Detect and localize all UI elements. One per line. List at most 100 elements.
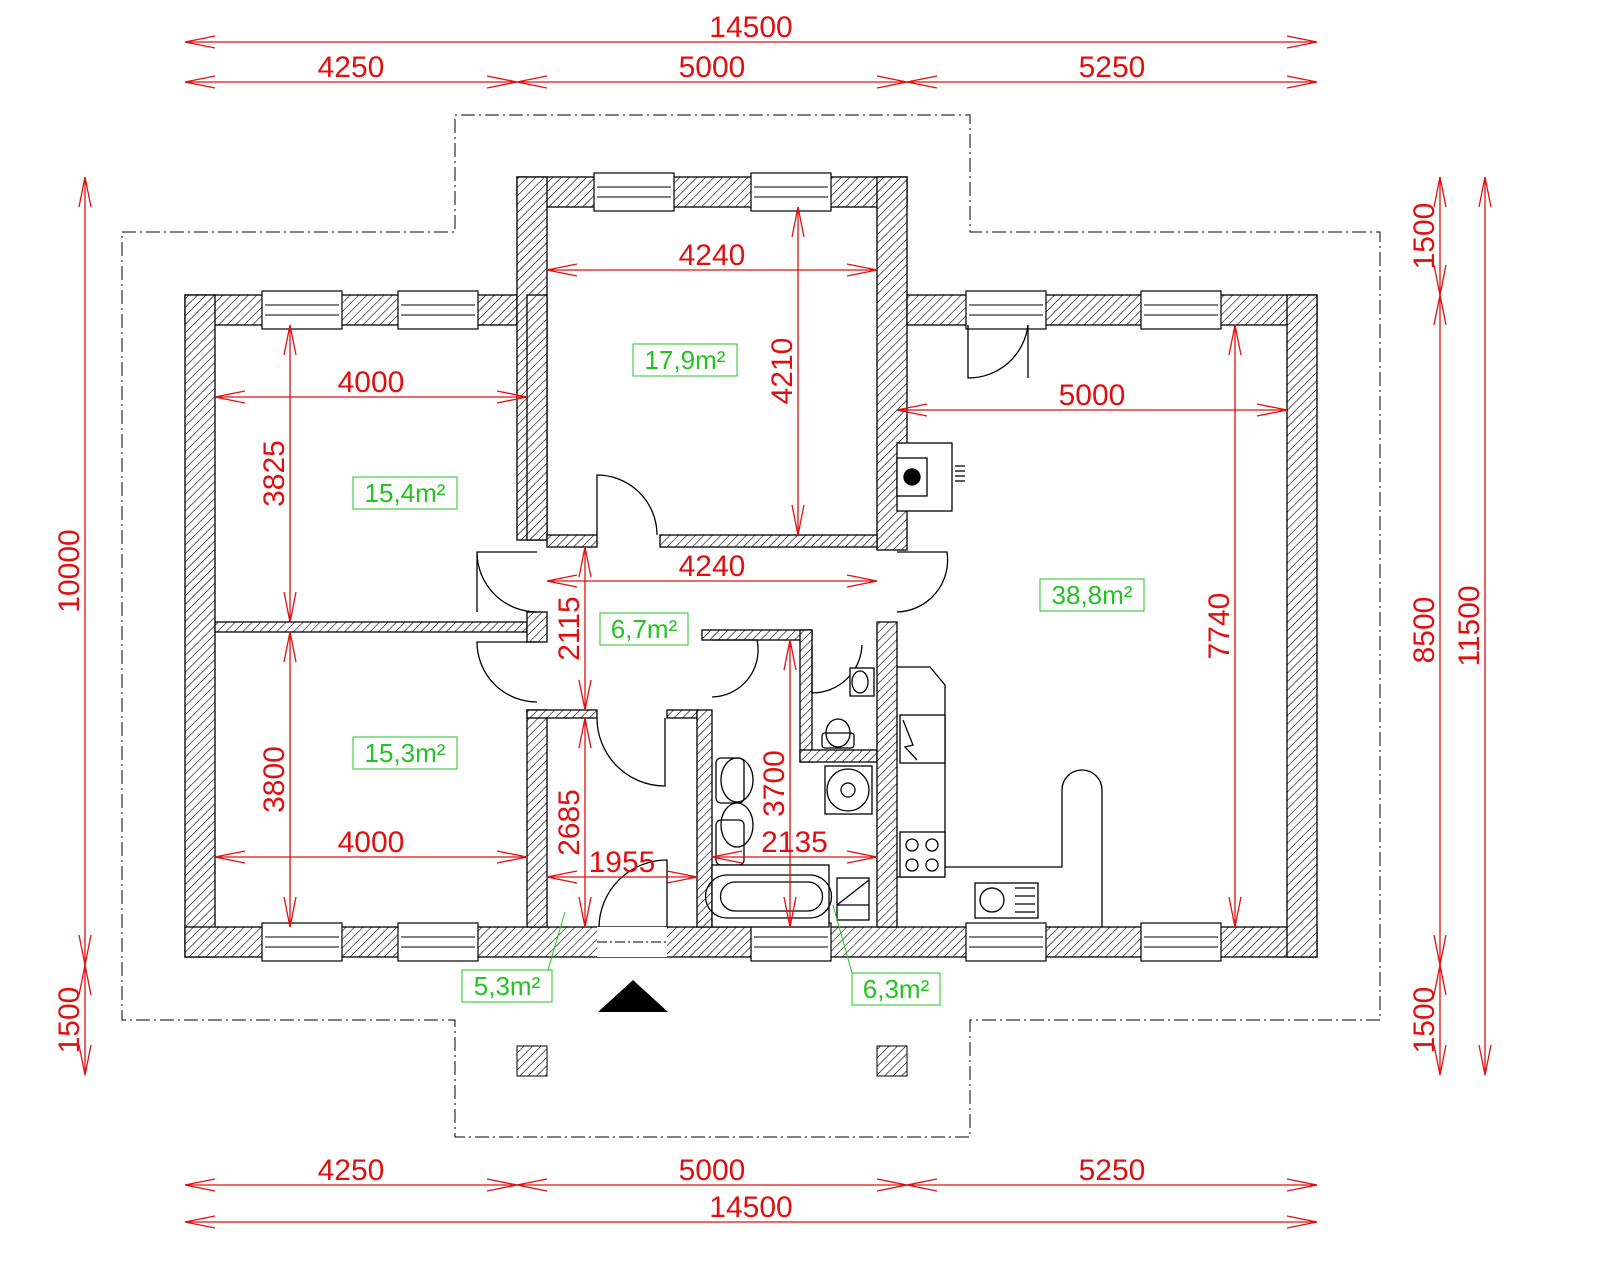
dimension-value: 4000: [338, 826, 405, 859]
entrance-arrow-icon: [598, 980, 668, 1012]
dimension-line: 2685: [553, 717, 592, 928]
dimension-line: 1500: [1408, 176, 1447, 296]
washing-machine-icon: [824, 765, 873, 815]
dimension-line: 14500: [184, 1191, 1318, 1229]
washbasin-icon: [715, 757, 754, 866]
wall: [214, 621, 528, 633]
door-swing: [596, 474, 658, 536]
dimension-line: 3825: [258, 324, 297, 623]
window: [593, 172, 675, 212]
dimension-line: 1500: [53, 964, 92, 1076]
column: [516, 1045, 548, 1077]
dimension-line: 4240: [546, 550, 878, 588]
dimension-value: 14500: [709, 11, 792, 44]
wall: [526, 709, 598, 719]
column: [876, 1045, 908, 1077]
dimension-line: 14500: [184, 11, 1318, 49]
fixtures: [704, 442, 1103, 928]
dimension-value: 5000: [679, 1154, 746, 1187]
window: [750, 172, 832, 212]
area-label-hall: 6,7m²: [599, 612, 689, 646]
wall: [701, 629, 813, 641]
kitchen-sink-icon: [974, 882, 1039, 919]
door-swing: [476, 641, 538, 703]
stove-icon: [899, 831, 946, 878]
wall: [666, 709, 698, 719]
dimension-line: 4210: [766, 206, 805, 536]
dimension-value: 3825: [258, 440, 291, 507]
dimension-line: 5250: [906, 51, 1318, 89]
dimension-value: 2115: [553, 596, 586, 661]
wall: [876, 621, 898, 928]
dimension-line: 1500: [1408, 964, 1447, 1076]
wall: [1286, 294, 1318, 958]
wall: [696, 709, 713, 928]
dimension-value: 14500: [709, 1191, 792, 1224]
dimension-value: 4240: [679, 239, 746, 272]
wall: [526, 611, 548, 643]
area-label-bathroom: 6,3m²: [832, 904, 941, 1006]
door-swing: [896, 551, 949, 613]
dimension-value: 4250: [318, 1154, 385, 1187]
dimension-value: 3700: [758, 750, 791, 817]
dimension-value: 2685: [553, 789, 586, 856]
area-label-bedroom-northwest: 15,4m²: [352, 476, 458, 510]
door-swing: [476, 551, 538, 613]
area-label-living-kitchen: 38,8m²: [1039, 578, 1145, 612]
shower-icon: [836, 877, 870, 921]
toilet-icon: [821, 718, 855, 749]
dimension-line: 8500: [1408, 294, 1447, 966]
dimension-line: 2115: [553, 546, 592, 711]
dimension-value: 4000: [338, 366, 405, 399]
area-text: 15,4m²: [365, 478, 446, 508]
dimension-line: 3700: [758, 639, 797, 928]
dimension-line: 1955: [546, 846, 698, 884]
wall: [526, 709, 548, 928]
fireplace-icon: [896, 442, 965, 512]
wall: [184, 294, 216, 958]
dimension-line: 7740: [1203, 324, 1242, 928]
area-text: 38,8m²: [1052, 580, 1133, 610]
dimension-line: 5000: [516, 51, 908, 89]
window: [261, 290, 343, 330]
area-text: 15,3m²: [365, 738, 446, 768]
dimension-value: 1955: [589, 846, 656, 879]
dimension-line: 4250: [184, 51, 518, 89]
dimension-value: 8500: [1408, 597, 1441, 664]
wall: [546, 534, 598, 548]
dimension-line: 3800: [258, 631, 297, 928]
door-swing: [811, 644, 863, 694]
dimension-line: 4000: [214, 826, 528, 864]
dimension-value: 1500: [53, 987, 86, 1054]
dimension-value: 5000: [1059, 379, 1126, 412]
window: [397, 922, 479, 962]
dimension-line: 2135: [711, 826, 878, 864]
area-text: 5,3m²: [474, 971, 541, 1001]
dimension-value: 1500: [1408, 987, 1441, 1054]
dimension-value: 5250: [1079, 51, 1146, 84]
dimension-value: 11500: [1453, 585, 1486, 666]
dimension-value: 4210: [766, 338, 799, 405]
wall: [659, 534, 878, 548]
dimension-value: 5000: [679, 51, 746, 84]
dimension-value: 4250: [318, 51, 385, 84]
area-text: 17,9m²: [645, 345, 726, 375]
roof-outline: [121, 114, 1381, 1138]
area-label-entrance: 5,3m²: [461, 911, 566, 1003]
dimension-line: 4240: [546, 239, 878, 277]
wc-sink-icon: [849, 667, 875, 697]
dimension-line: 10000: [53, 176, 92, 966]
dimension-line: 5000: [516, 1154, 908, 1192]
dimension-line: 11500: [1453, 176, 1492, 1076]
windows: [261, 172, 1222, 962]
wall: [526, 294, 548, 541]
window: [750, 922, 832, 962]
dimension-value: 1500: [1408, 203, 1441, 270]
window: [1140, 922, 1222, 962]
dimension-value: 2135: [761, 826, 828, 859]
window: [397, 290, 479, 330]
window: [261, 922, 343, 962]
wall: [516, 176, 908, 208]
